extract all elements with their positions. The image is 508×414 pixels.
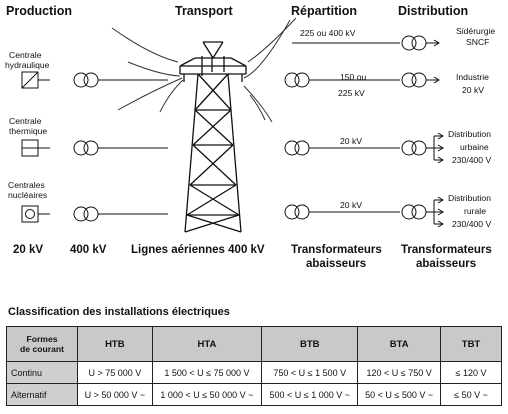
table-cell: U > 75 000 V bbox=[77, 361, 153, 384]
table-row: Alternatif U > 50 000 V ~ 1 000 < U ≤ 50… bbox=[6, 383, 502, 406]
bottom-label-transfo1-2: abaisseurs bbox=[306, 258, 366, 270]
thermal-transformer-icon bbox=[73, 140, 168, 156]
table-cell: ≤ 50 V ~ bbox=[440, 383, 502, 406]
row3-voltage: 20 kV bbox=[340, 136, 362, 146]
header-btb: BTB bbox=[261, 326, 359, 362]
header-htb: HTB bbox=[77, 326, 153, 362]
table-cell: 500 < U ≤ 1 000 V ~ bbox=[261, 383, 359, 406]
header-transport: Transport bbox=[175, 4, 233, 18]
nuclear-transformer-icon bbox=[73, 206, 168, 222]
table-cell: ≤ 120 V bbox=[440, 361, 502, 384]
bottom-label-20kv: 20 kV bbox=[13, 244, 43, 256]
header-repartition: Répartition bbox=[291, 4, 357, 18]
bottom-label-transfo2-2: abaisseurs bbox=[416, 258, 476, 270]
row3-consumer-3: 230/400 V bbox=[452, 155, 491, 165]
thermal-label-2: thermique bbox=[9, 126, 47, 136]
hydro-label-2: hydraulique bbox=[5, 60, 50, 70]
table-cell: 1 000 < U ≤ 50 000 V ~ bbox=[151, 383, 263, 406]
row1-consumer-2: SNCF bbox=[466, 37, 489, 47]
row4-voltage: 20 kV bbox=[340, 200, 362, 210]
classification-table: Formes de courant HTB HTA BTB BTA TBT Co… bbox=[6, 326, 502, 406]
table-cell: 1 500 < U ≤ 75 000 V bbox=[151, 361, 263, 384]
header-forms-line2: de courant bbox=[20, 344, 64, 354]
row1-line bbox=[292, 35, 440, 51]
power-network-diagram: Production Transport Répartition Distrib… bbox=[5, 4, 495, 270]
header-forms: Formes de courant bbox=[6, 326, 78, 362]
row3-consumer-1: Distribution bbox=[448, 129, 491, 139]
table-cell: 50 < U ≤ 500 V ~ bbox=[357, 383, 441, 406]
row-label: Alternatif bbox=[6, 383, 78, 406]
header-distribution: Distribution bbox=[398, 4, 468, 18]
overhead-conductors bbox=[111, 17, 297, 123]
row3-consumer-2: urbaine bbox=[460, 142, 489, 152]
row2-voltage-1: 150 ou bbox=[340, 72, 367, 82]
hydro-label-1: Centrale bbox=[9, 50, 42, 60]
row4-consumer-1: Distribution bbox=[448, 193, 491, 203]
table-cell: 750 < U ≤ 1 500 V bbox=[261, 361, 359, 384]
nuclear-label-1: Centrales bbox=[8, 180, 45, 190]
row3-line bbox=[284, 132, 444, 164]
nuclear-label-2: nucléaires bbox=[8, 190, 47, 200]
header-hta: HTA bbox=[151, 326, 263, 362]
header-production: Production bbox=[6, 4, 72, 18]
header-tbt: TBT bbox=[440, 326, 502, 362]
row2-consumer-1: Industrie bbox=[456, 72, 489, 82]
row-label: Continu bbox=[6, 361, 78, 384]
table-header-row: Formes de courant HTB HTA BTB BTA TBT bbox=[6, 326, 502, 362]
nuclear-plant-icon bbox=[21, 205, 50, 223]
table-row: Continu U > 75 000 V 1 500 < U ≤ 75 000 … bbox=[6, 361, 502, 384]
table-cell: U > 50 000 V ~ bbox=[77, 383, 153, 406]
table-cell: 120 < U ≤ 750 V bbox=[357, 361, 441, 384]
table-title: Classification des installations électri… bbox=[8, 306, 230, 318]
bottom-label-transfo1-1: Transformateurs bbox=[291, 244, 382, 256]
header-forms-line1: Formes bbox=[26, 334, 58, 344]
thermal-plant-icon bbox=[21, 139, 50, 157]
hydro-transformer-icon bbox=[73, 72, 168, 88]
row1-voltage: 225 ou 400 kV bbox=[300, 28, 356, 38]
bottom-label-aerial: Lignes aériennes 400 kV bbox=[131, 244, 265, 256]
bottom-label-transfo2-1: Transformateurs bbox=[401, 244, 492, 256]
row2-line bbox=[284, 72, 440, 88]
header-bta: BTA bbox=[357, 326, 441, 362]
bottom-label-400kv: 400 kV bbox=[70, 244, 107, 256]
row4-consumer-2: rurale bbox=[464, 206, 486, 216]
hydro-plant-icon bbox=[21, 71, 50, 89]
row4-line bbox=[284, 196, 444, 228]
transmission-tower-icon bbox=[179, 41, 247, 233]
row2-consumer-2: 20 kV bbox=[462, 85, 484, 95]
row1-consumer-1: Sidérurgie bbox=[456, 26, 495, 36]
row4-consumer-3: 230/400 V bbox=[452, 219, 491, 229]
thermal-label-1: Centrale bbox=[9, 116, 42, 126]
row2-voltage-2: 225 kV bbox=[338, 88, 365, 98]
